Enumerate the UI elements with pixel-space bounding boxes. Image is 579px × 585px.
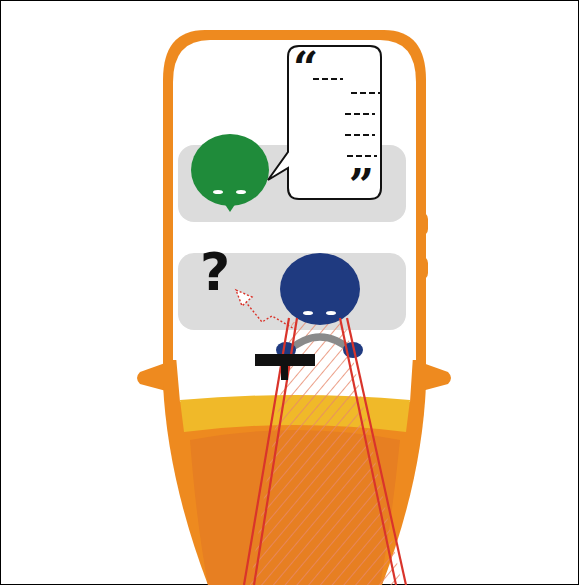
eye — [303, 311, 313, 315]
quote-mark: “ — [293, 47, 318, 91]
view-area — [250, 322, 402, 585]
speech-dashes — [347, 155, 377, 157]
quote-mark: ” — [349, 164, 374, 208]
glance-arrow — [244, 300, 296, 330]
speech-dashes — [345, 134, 375, 136]
eye — [326, 311, 336, 315]
question-mark: ? — [200, 244, 230, 300]
passenger-head — [191, 134, 269, 206]
sight-line — [347, 318, 406, 585]
car-body — [163, 30, 426, 585]
driver-head — [280, 253, 360, 325]
sight-line — [340, 318, 396, 585]
speech-dashes — [345, 113, 375, 115]
eye — [213, 190, 223, 194]
speech-dashes — [351, 92, 381, 94]
glance-arrowhead — [236, 290, 252, 306]
device-mount — [281, 366, 288, 380]
speech-bubble: “” — [287, 45, 382, 200]
eye — [236, 190, 246, 194]
cabin — [173, 40, 416, 360]
camera-device — [255, 354, 315, 366]
